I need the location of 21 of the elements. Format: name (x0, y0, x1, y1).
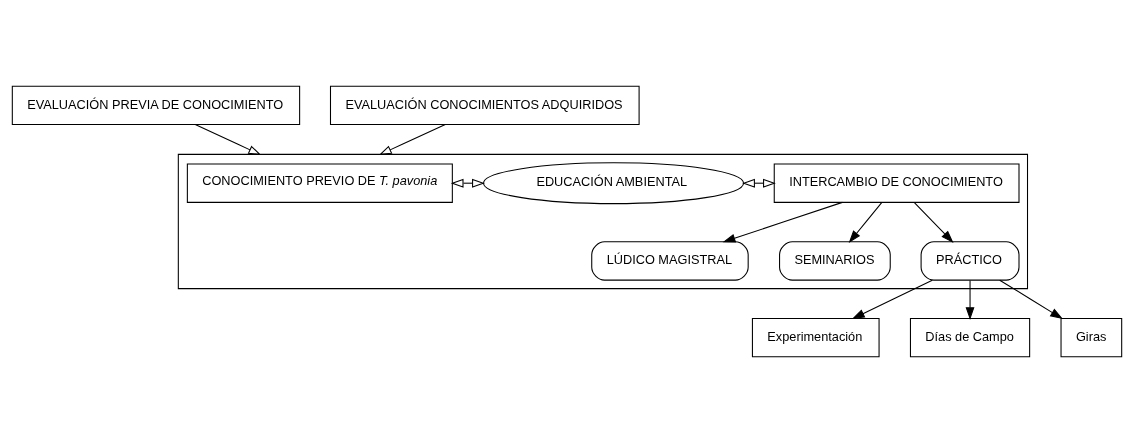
arrow (913, 201, 954, 243)
arrow (742, 178, 776, 188)
node-box: Giras (1060, 317, 1123, 357)
node-ellipse: EDUCACIÓN AMBIENTAL (483, 161, 745, 204)
node-box: CONOCIMIENTO PREVIO DE T. pavonia (186, 163, 453, 203)
node-box: LÚDICO MAGISTRAL (591, 240, 749, 281)
arrow (450, 178, 485, 188)
node-box: EVALUACIÓN PREVIA DE CONOCIMIENTO (11, 85, 301, 125)
arrow (999, 279, 1063, 319)
node-box: Experimentación (751, 317, 880, 357)
arrow (965, 279, 975, 320)
node-box: INTERCAMBIO DE CONOCIMIENTO (773, 163, 1020, 203)
node-box: PRÁCTICO (920, 240, 1020, 281)
node-box: EVALUACIÓN CONOCIMIENTOS ADQUIRIDOS (329, 85, 640, 125)
node-box: SEMINARIOS (779, 240, 891, 281)
node-box: Días de Campo (909, 317, 1031, 357)
cluster (177, 153, 1029, 289)
arrow (194, 123, 262, 155)
arrow (378, 123, 446, 155)
arrow (722, 201, 843, 242)
arrow (848, 201, 883, 243)
